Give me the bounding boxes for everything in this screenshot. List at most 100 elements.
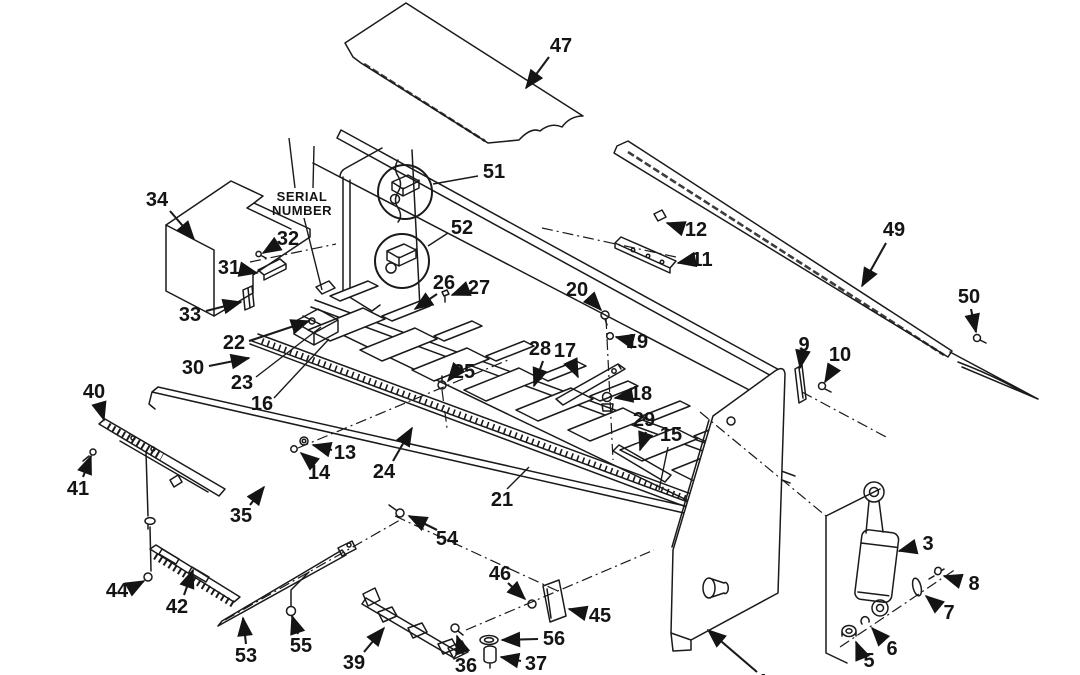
leader-line-23 xyxy=(255,326,322,378)
leader-line-51 xyxy=(432,175,479,185)
part-label-5: 5 xyxy=(863,650,874,672)
serial-plate xyxy=(315,280,336,295)
leader-line-7 xyxy=(924,594,945,614)
part-label-44: 44 xyxy=(106,580,129,602)
construction-line-20-18 xyxy=(605,317,614,461)
strip-9 xyxy=(794,364,807,404)
part-label-35: 35 xyxy=(230,505,252,527)
serial-number-label-line1: SERIAL xyxy=(277,189,328,204)
damper-body-caps xyxy=(857,542,899,597)
leader-line-54 xyxy=(407,515,438,532)
leader-line-52 xyxy=(427,232,449,247)
bolt-50-shank xyxy=(979,339,987,344)
part-label-47: 47 xyxy=(550,35,572,57)
damper-top-eye-hole xyxy=(868,486,880,498)
bolt-10 xyxy=(817,381,827,391)
part-label-40: 40 xyxy=(83,381,105,403)
plunger-37 xyxy=(483,645,497,669)
bar-39-rail xyxy=(361,597,459,659)
leader-line-6 xyxy=(870,626,891,647)
leader-line-26 xyxy=(413,292,438,310)
latch-cable xyxy=(394,159,402,223)
shoe-40-teeth xyxy=(106,422,164,461)
leader-line-37 xyxy=(499,652,522,669)
leader-line-55 xyxy=(290,614,306,636)
construction-line-31-32 xyxy=(249,243,337,263)
leader-line-28 xyxy=(532,360,548,388)
shoe-40-step xyxy=(119,440,209,493)
plate-33 xyxy=(242,285,255,311)
leader-line-10 xyxy=(824,362,842,384)
part-label-46: 46 xyxy=(489,563,511,585)
part-label-50: 50 xyxy=(958,286,980,308)
frame-inner-flange xyxy=(312,162,758,395)
detail-circle-52 xyxy=(374,233,430,289)
bolt-10-shank xyxy=(824,388,832,393)
hold-down-assembly-39 xyxy=(361,515,655,669)
part-label-34: 34 xyxy=(146,189,169,211)
damper-3 xyxy=(854,481,900,617)
screw-8 xyxy=(928,566,945,580)
detail-callout-circles xyxy=(374,149,433,309)
part-label-15: 15 xyxy=(660,424,682,446)
part-label-18: 18 xyxy=(630,383,652,405)
leader-line-36 xyxy=(455,634,471,656)
leader-line-25 xyxy=(447,361,466,383)
construction-line-54-46 xyxy=(394,515,561,593)
leader-line-47 xyxy=(525,56,550,90)
knife-plate xyxy=(359,327,438,362)
leader-line-42 xyxy=(179,568,195,596)
leader-line-40 xyxy=(91,400,107,422)
bolt-46 xyxy=(527,599,537,609)
leader-line-16 xyxy=(273,338,330,399)
leader-line-22 xyxy=(248,319,311,342)
bolt-41 xyxy=(89,448,97,456)
leader-line-30 xyxy=(208,353,251,370)
shoe-40-hole xyxy=(150,446,156,452)
part-label-14: 14 xyxy=(308,462,331,484)
leader-line-31 xyxy=(237,261,259,277)
latch-52 xyxy=(386,243,417,267)
bar-53-centerline xyxy=(224,519,401,621)
end-panel-body xyxy=(670,367,786,652)
part-label-17: 17 xyxy=(554,340,576,362)
knob xyxy=(702,577,729,599)
bolt-18 xyxy=(601,391,613,403)
knife-plate xyxy=(411,347,490,382)
part-label-24: 24 xyxy=(373,461,396,483)
part-label-55: 55 xyxy=(290,635,312,657)
leader-line-19 xyxy=(614,333,636,350)
leader-line-24 xyxy=(392,426,413,462)
pad-45 xyxy=(542,579,567,623)
part-label-3: 3 xyxy=(922,533,933,555)
top-cover-47 xyxy=(344,2,584,144)
blade-49 xyxy=(613,140,953,358)
part-label-36: 36 xyxy=(455,655,477,675)
serial-leader-line-0 xyxy=(288,137,296,189)
knife-plate xyxy=(567,407,646,442)
part-label-31: 31 xyxy=(218,257,240,279)
bar-39-endplate xyxy=(362,587,381,607)
leader-line-33 xyxy=(205,298,243,315)
part-label-1: 1 xyxy=(757,671,768,675)
knife-42-bar xyxy=(149,544,241,603)
part-label-33: 33 xyxy=(179,304,201,326)
leader-line-15 xyxy=(658,446,669,491)
knife-42-serration xyxy=(153,553,238,609)
nut-13-inner xyxy=(301,438,307,444)
part-label-52: 52 xyxy=(451,217,473,239)
leader-line-5 xyxy=(855,640,871,662)
end-panel-inner-edge xyxy=(670,419,710,641)
damper-body xyxy=(854,529,900,604)
serial-leader-line-1 xyxy=(312,145,315,189)
clip-6 xyxy=(860,615,870,625)
leader-line-41 xyxy=(77,454,92,478)
part-label-8: 8 xyxy=(968,573,979,595)
latch-52-roller xyxy=(385,262,397,274)
leader-line-1 xyxy=(706,628,758,673)
left-cover-34-group xyxy=(165,180,337,317)
plate-11 xyxy=(614,236,677,274)
phantom-bracket xyxy=(825,488,881,664)
plate-11-hole xyxy=(630,247,636,253)
part-label-20: 20 xyxy=(566,279,588,301)
